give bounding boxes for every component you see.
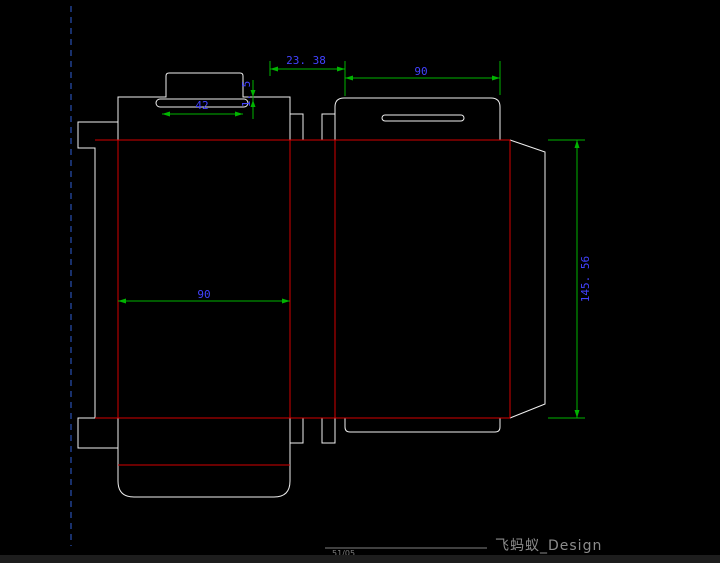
bottom-left-flap-outline xyxy=(117,418,291,498)
left-top-flap-slot xyxy=(155,98,249,108)
dimension-text: 23. 38 xyxy=(286,54,326,67)
title-block-text: 51/05 xyxy=(332,549,355,558)
left-top-flap-outline xyxy=(117,72,291,140)
arrowhead xyxy=(250,100,256,107)
center-top-tab-right xyxy=(321,113,336,140)
arrowhead xyxy=(574,140,580,148)
arrowhead xyxy=(118,298,126,304)
right-top-flap-outline xyxy=(334,97,501,140)
right-bottom-flap-outline xyxy=(344,418,501,433)
arrowhead xyxy=(282,298,290,304)
arrowhead xyxy=(270,66,278,72)
arrowhead xyxy=(337,66,345,72)
arrowhead xyxy=(162,111,170,117)
arrowhead xyxy=(574,410,580,418)
dimension-body-height[interactable]: 145. 56 xyxy=(548,139,592,419)
watermark-text: 飞蚂蚁_Design xyxy=(495,538,602,554)
dimension-text: 42 xyxy=(195,99,208,112)
dimension-left-panel-width[interactable]: 90 xyxy=(118,288,290,304)
arrowhead xyxy=(235,111,243,117)
dimension-slot-width[interactable]: 42 xyxy=(162,99,243,117)
taskbar xyxy=(0,555,720,563)
dimension-tab-lip[interactable]: 1. 5 xyxy=(240,80,256,119)
dimension-text: 1. 5 xyxy=(240,81,253,108)
dimension-text: 145. 56 xyxy=(579,256,592,302)
dieline-cut-lines[interactable] xyxy=(77,72,546,498)
dimension-text: 90 xyxy=(414,65,427,78)
dimension-text: 90 xyxy=(197,288,210,301)
dimension-gap-top[interactable]: 23. 38 xyxy=(269,54,346,96)
left-glue-flap-outline xyxy=(77,121,118,449)
center-bottom-tab-left xyxy=(289,418,304,444)
right-glue-flap-outline xyxy=(509,139,546,419)
arrowhead xyxy=(492,75,500,81)
right-top-flap-slot xyxy=(381,114,465,122)
arrowhead xyxy=(345,75,353,81)
center-top-tab-left xyxy=(289,113,304,140)
dieline-crease-lines[interactable] xyxy=(95,139,511,466)
dimension-right-panel-width[interactable]: 90 xyxy=(345,61,501,95)
arrowhead xyxy=(250,90,256,97)
center-bottom-tab-right xyxy=(321,418,336,444)
